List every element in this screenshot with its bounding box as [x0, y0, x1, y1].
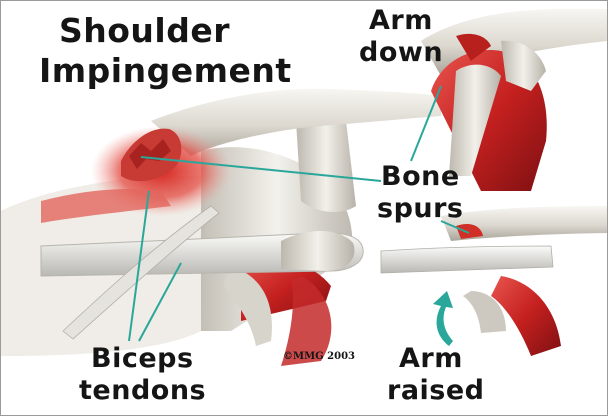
copyright-notice: ©MMG 2003	[283, 351, 355, 362]
arm-raised-view	[381, 206, 607, 356]
bone-spurs-label-line-2: spurs	[377, 193, 464, 224]
title-line-2: Impingement	[39, 51, 292, 90]
bone-spurs-label-line-1: Bone	[381, 161, 460, 192]
arm-raised-arrow-icon	[433, 291, 453, 346]
biceps-tendons-label-line-2: tendons	[79, 375, 206, 406]
title-line-1: Shoulder	[59, 11, 230, 50]
arm-raised-label-line-2: raised	[387, 375, 485, 406]
arm-down-label-line-2: down	[359, 37, 443, 68]
arm-down-label-line-1: Arm	[369, 5, 433, 36]
biceps-tendons-label-line-1: Biceps	[91, 343, 194, 374]
main-shoulder-view	[1, 89, 441, 366]
coracoid-bone	[296, 115, 356, 212]
arm-raised-label-line-1: Arm	[399, 343, 463, 374]
arm-raised-humerus	[381, 246, 553, 273]
